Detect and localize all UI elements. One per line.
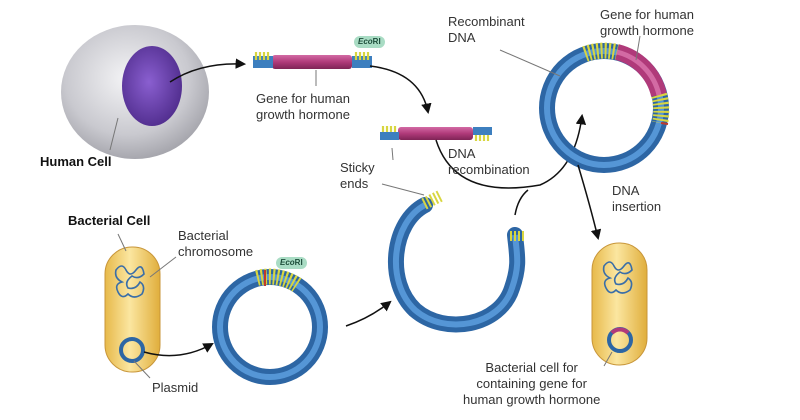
plasmid-small <box>119 337 145 363</box>
nucleus <box>122 46 182 126</box>
leader-result-cell <box>603 351 613 367</box>
leader-sticky-ends-2 <box>391 147 394 161</box>
leader-sticky-ends <box>381 183 425 196</box>
leader-human-cell <box>109 117 119 151</box>
label-dna-insertion: DNA insertion <box>612 183 662 214</box>
label-recombinant-dna: Recombinant DNA <box>448 14 525 45</box>
human-cell <box>61 25 209 159</box>
ecori-tag-top-rest: RI <box>372 37 381 46</box>
ecori-tag-top: EcoRI <box>354 36 385 48</box>
leader-gene-right <box>635 35 641 61</box>
arrow-cut-plasmid <box>345 300 392 327</box>
gene-segment-sticky <box>380 126 492 141</box>
ecori-tag-top-italic: Eco <box>358 37 373 46</box>
leader-recombinant-dna <box>499 49 561 77</box>
result-chromosome <box>602 261 633 294</box>
ecori-tag-bottom: EcoRI <box>276 257 307 269</box>
arrow-insertion <box>577 164 602 241</box>
leader-bacterial-cell <box>117 233 127 252</box>
ecori-tag-bottom-rest: RI <box>294 258 303 267</box>
label-bacterial-chromosome: Bacterial chromosome <box>178 228 254 259</box>
ecori-tag-bottom-italic: Eco <box>280 258 295 267</box>
label-dna-recombination: DNA recombination <box>448 146 530 177</box>
bacterial-chromosome <box>114 265 145 298</box>
leader-bacterial-chromosome <box>149 256 177 278</box>
arrow-extract-plasmid <box>143 342 214 357</box>
recombinant-dna-ring <box>539 42 670 173</box>
label-sticky-ends: Sticky ends <box>340 160 375 191</box>
arrow-extract-gene <box>169 58 247 83</box>
label-human-cell: Human Cell <box>40 154 112 169</box>
label-gene-right: Gene for human growth hormone <box>600 7 694 38</box>
bacterial-cell-result <box>591 242 648 366</box>
label-gene-top: Gene for human growth hormone <box>256 91 350 122</box>
gene-segment-top <box>253 52 372 69</box>
opened-plasmid <box>387 190 526 333</box>
bacterial-cell-left <box>104 246 161 373</box>
label-plasmid: Plasmid <box>152 380 199 395</box>
label-bacterial-cell: Bacterial Cell <box>68 213 151 228</box>
plasmid-ring <box>212 268 328 385</box>
arrow-join <box>514 189 529 216</box>
arrow-cut-gene <box>369 65 432 115</box>
leader-plasmid <box>133 360 151 379</box>
label-bacterial-cell-result: Bacterial cell for containing gene for h… <box>463 360 601 407</box>
